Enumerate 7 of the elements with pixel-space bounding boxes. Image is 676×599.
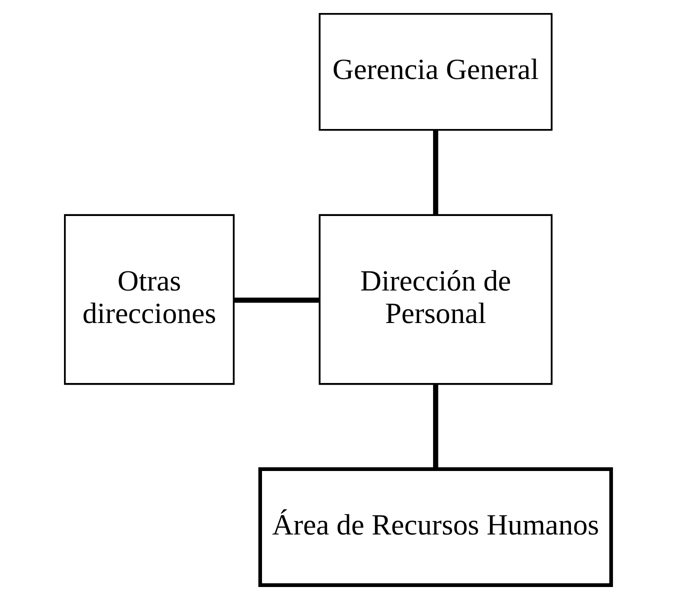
node-box: Área de Recursos Humanos — [258, 467, 613, 587]
connector — [433, 130, 438, 215]
connector — [234, 298, 320, 303]
node-box: Dirección de Personal — [318, 214, 553, 385]
node-box: Otras direcciones — [64, 214, 235, 385]
node-box: Gerencia General — [318, 13, 553, 131]
connector — [433, 384, 438, 469]
